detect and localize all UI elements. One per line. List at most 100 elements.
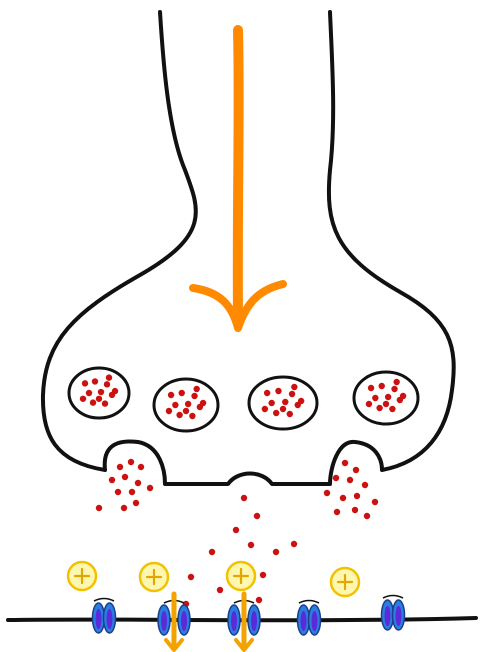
neurotransmitter-dot	[372, 499, 378, 505]
neurotransmitter-dot	[104, 381, 110, 387]
neurotransmitter-dot	[82, 380, 88, 386]
ion-channel-icon	[382, 596, 405, 631]
neurotransmitter-dot	[115, 489, 121, 495]
neurotransmitter-dot	[352, 507, 358, 513]
neurotransmitter-dot	[280, 406, 286, 412]
neurotransmitter-dot	[291, 541, 297, 547]
neurotransmitter-dot	[122, 474, 128, 480]
neurotransmitter-dot	[362, 482, 368, 488]
neurotransmitter-dot	[86, 390, 92, 396]
channel-core	[385, 606, 391, 626]
neurotransmitter-dot	[264, 390, 270, 396]
neurotransmitter-dot	[366, 401, 372, 407]
neurotransmitter-dot	[385, 394, 391, 400]
neurotransmitter-dot	[342, 460, 348, 466]
neurotransmitter-dot	[282, 399, 288, 405]
neurotransmitter-dot	[96, 396, 102, 402]
neurotransmitter-dot	[256, 597, 262, 603]
channel-core	[181, 611, 187, 631]
ion-channel-receptors	[93, 594, 405, 650]
plus-sign-icon	[68, 562, 96, 590]
neurotransmitter-dot	[383, 401, 389, 407]
synaptic-vesicles	[69, 368, 418, 431]
neurotransmitter-dot	[376, 405, 382, 411]
neurotransmitter-dot	[138, 464, 144, 470]
channel-core	[312, 611, 318, 631]
vesicle	[354, 372, 418, 424]
neurotransmitter-dot	[273, 549, 279, 555]
neurotransmitter-dot	[135, 480, 141, 486]
ion-channel-icon	[228, 594, 260, 650]
neurotransmitter-dot	[254, 513, 260, 519]
neurotransmitter-dot	[193, 386, 199, 392]
neurotransmitter-dot	[147, 485, 153, 491]
channel-core	[231, 611, 237, 631]
neurotransmitter-dot	[262, 406, 268, 412]
binding-site	[383, 596, 403, 599]
neurotransmitter-dot	[289, 391, 295, 397]
cations	[68, 562, 359, 596]
plus-sign-icon	[331, 568, 359, 596]
neurotransmitter-dot	[176, 412, 182, 418]
vesicle	[154, 379, 218, 431]
neurotransmitter-dot	[185, 401, 191, 407]
neurotransmitter-dot	[188, 574, 194, 580]
down-arrow-icon	[193, 30, 283, 328]
neurotransmitter-dot	[217, 587, 223, 593]
ion-channel-icon	[298, 601, 321, 636]
neurotransmitter-dot	[347, 477, 353, 483]
neurotransmitter-dot	[172, 402, 178, 408]
neurotransmitter-dot	[128, 459, 134, 465]
neurotransmitter-dot	[117, 464, 123, 470]
neurotransmitter-dot	[298, 398, 304, 404]
ion-channel-icon	[93, 599, 116, 634]
neurotransmitter-dot	[273, 410, 279, 416]
neurotransmitter-dot	[340, 495, 346, 501]
neurotransmitter-dot	[96, 505, 102, 511]
neurotransmitter-dot	[209, 549, 215, 555]
channel-core	[107, 609, 113, 629]
neurotransmitter-dot	[333, 475, 339, 481]
neurotransmitter-dot	[334, 509, 340, 515]
neurotransmitter-dot	[102, 400, 108, 406]
channel-core	[251, 611, 257, 631]
neurotransmitter-dot	[168, 392, 174, 398]
neurotransmitter-dot	[248, 542, 254, 548]
neurotransmitter-dot	[372, 395, 378, 401]
neurotransmitter-dot	[189, 413, 195, 419]
neurotransmitter-dot	[368, 385, 374, 391]
plus-sign-icon	[140, 563, 168, 591]
binding-site	[299, 601, 319, 604]
neurotransmitter-dot	[109, 477, 115, 483]
neurotransmitter-dot	[133, 500, 139, 506]
channel-core	[161, 611, 167, 631]
neurotransmitter-dot	[106, 374, 112, 380]
neurotransmitter-dot	[393, 379, 399, 385]
neurotransmitter-dot	[90, 399, 96, 405]
neurotransmitter-dot	[200, 400, 206, 406]
neurotransmitter-dot	[241, 495, 247, 501]
plus-sign-icon	[227, 562, 255, 590]
vesicle	[249, 377, 317, 429]
binding-site	[94, 599, 114, 602]
neurotransmitter-dot	[121, 505, 127, 511]
neurotransmitter-dot	[233, 527, 239, 533]
neurotransmitter-dot	[353, 467, 359, 473]
neurotransmitter-dot	[260, 572, 266, 578]
neurotransmitter-dot	[183, 408, 189, 414]
neurotransmitter-dot	[389, 406, 395, 412]
neurotransmitter-dot	[112, 388, 118, 394]
neurotransmitter-dot	[354, 493, 360, 499]
neurotransmitter-dot	[80, 396, 86, 402]
neurotransmitter-dot	[129, 489, 135, 495]
channel-core	[396, 606, 402, 626]
neurotransmitter-dot	[179, 390, 185, 396]
neurotransmitter-dot	[379, 383, 385, 389]
neurotransmitter-dot	[291, 384, 297, 390]
neurotransmitter-dot	[324, 490, 330, 496]
channel-core	[301, 611, 307, 631]
neurotransmitter-dot	[92, 378, 98, 384]
vesicle	[69, 368, 129, 418]
channel-core	[96, 609, 102, 629]
